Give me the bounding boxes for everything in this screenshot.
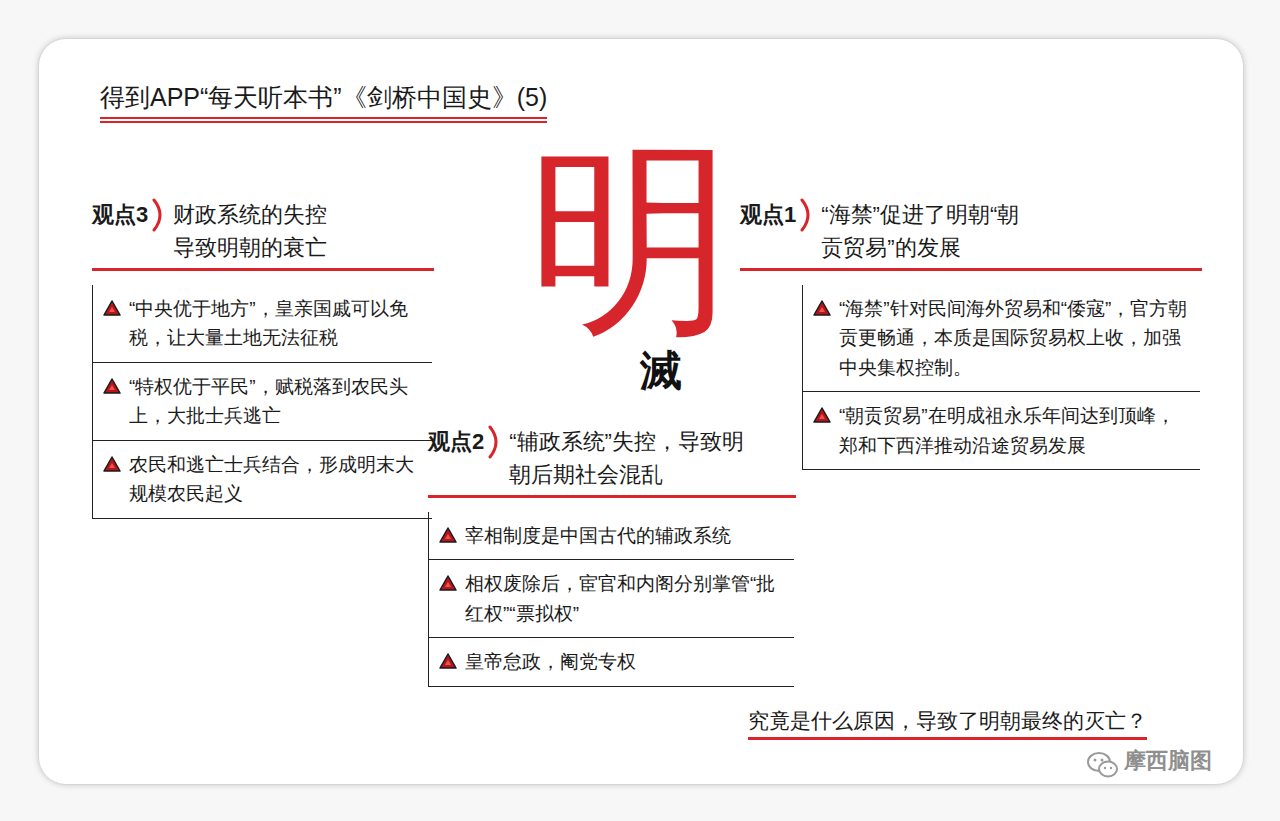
- central-character: 明: [528, 138, 733, 343]
- bullet-item: 农民和逃亡士兵结合，形成明末大规模农民起义: [92, 441, 432, 519]
- viewpoint-heading: 观点2 “辅政系统”失控，导致明朝后期社会混乱: [428, 425, 796, 498]
- viewpoint-title: “海禁”促进了明朝“朝贡贸易”的发展: [821, 198, 1026, 264]
- triangle-bullet: [102, 299, 122, 317]
- wechat-icon: [1086, 750, 1120, 780]
- bullet-item: 皇帝怠政，阉党专权: [428, 638, 794, 686]
- item-text: 相权废除后，宦官和内阁分别掌管“批红权”“票拟权”: [465, 569, 786, 628]
- spacer: [428, 498, 796, 512]
- viewpoint-group: 观点1 “海禁”促进了明朝“朝贡贸易”的发展 “海禁”针对民间海外贸易和“倭寇”，官…: [740, 198, 1202, 470]
- viewpoint-heading: 观点3 财政系统的失控导致明朝的衰亡: [92, 198, 434, 271]
- item-text: 农民和逃亡士兵结合，形成明末大规模农民起义: [129, 450, 424, 509]
- triangle-bullet: [812, 406, 832, 424]
- viewpoint-title: 财政系统的失控导致明朝的衰亡: [173, 198, 343, 264]
- triangle-bullet: [438, 652, 458, 670]
- bullet-item: “中央优于地方”，皇亲国戚可以免税，让大量土地无法征税: [92, 285, 432, 363]
- item-text: “中央优于地方”，皇亲国戚可以免税，让大量土地无法征税: [129, 294, 424, 353]
- page-title: 得到APP“每天听本书”《剑桥中国史》(5): [100, 80, 547, 123]
- viewpoint-number: 观点2: [428, 425, 484, 458]
- bullet-item: “朝贡贸易”在明成祖永乐年间达到顶峰，郑和下西洋推动沿途贸易发展: [802, 392, 1200, 470]
- viewpoint-group: 观点2 “辅政系统”失控，导致明朝后期社会混乱宰相制度是中国古代的辅政系统相权废除…: [428, 425, 796, 687]
- bracket-arc: [487, 425, 501, 459]
- triangle-bullet: [102, 377, 122, 395]
- triangle-bullet: [438, 574, 458, 592]
- spacer: [740, 271, 1202, 285]
- viewpoint-group: 观点3 财政系统的失控导致明朝的衰亡 “中央优于地方”，皇亲国戚可以免税，让大量土地…: [92, 198, 434, 519]
- bracket-arc: [151, 198, 165, 232]
- triangle-bullet: [102, 455, 122, 473]
- bullet-item: “海禁”针对民间海外贸易和“倭寇”，官方朝贡更畅通，本质是国际贸易权上收，加强中…: [802, 285, 1200, 392]
- bullet-item: “特权优于平民”，赋税落到农民头上，大批士兵逃亡: [92, 363, 432, 441]
- viewpoint-heading: 观点1 “海禁”促进了明朝“朝贡贸易”的发展: [740, 198, 1202, 271]
- central-character: 滅: [640, 350, 682, 392]
- item-text: “海禁”针对民间海外贸易和“倭寇”，官方朝贡更畅通，本质是国际贸易权上收，加强中…: [839, 294, 1192, 382]
- item-text: “朝贡贸易”在明成祖永乐年间达到顶峰，郑和下西洋推动沿途贸易发展: [839, 401, 1192, 460]
- item-text: “特权优于平民”，赋税落到农民头上，大批士兵逃亡: [129, 372, 424, 431]
- item-text: 皇帝怠政，阉党专权: [465, 647, 786, 676]
- viewpoint-title: “辅政系统”失控，导致明朝后期社会混乱: [509, 425, 759, 491]
- bullet-item: 相权废除后，宦官和内阁分别掌管“批红权”“票拟权”: [428, 560, 794, 638]
- triangle-bullet: [438, 526, 458, 544]
- viewpoint-number: 观点1: [740, 198, 796, 231]
- triangle-bullet: [812, 299, 832, 317]
- bracket-arc: [799, 198, 813, 232]
- viewpoint-number: 观点3: [92, 198, 148, 231]
- item-text: 宰相制度是中国古代的辅政系统: [465, 521, 786, 550]
- watermark: 摩西脑图: [1124, 750, 1212, 772]
- caption: 究竟是什么原因，导致了明朝最终的灭亡？: [748, 706, 1147, 740]
- spacer: [92, 271, 434, 285]
- bullet-item: 宰相制度是中国古代的辅政系统: [428, 512, 794, 560]
